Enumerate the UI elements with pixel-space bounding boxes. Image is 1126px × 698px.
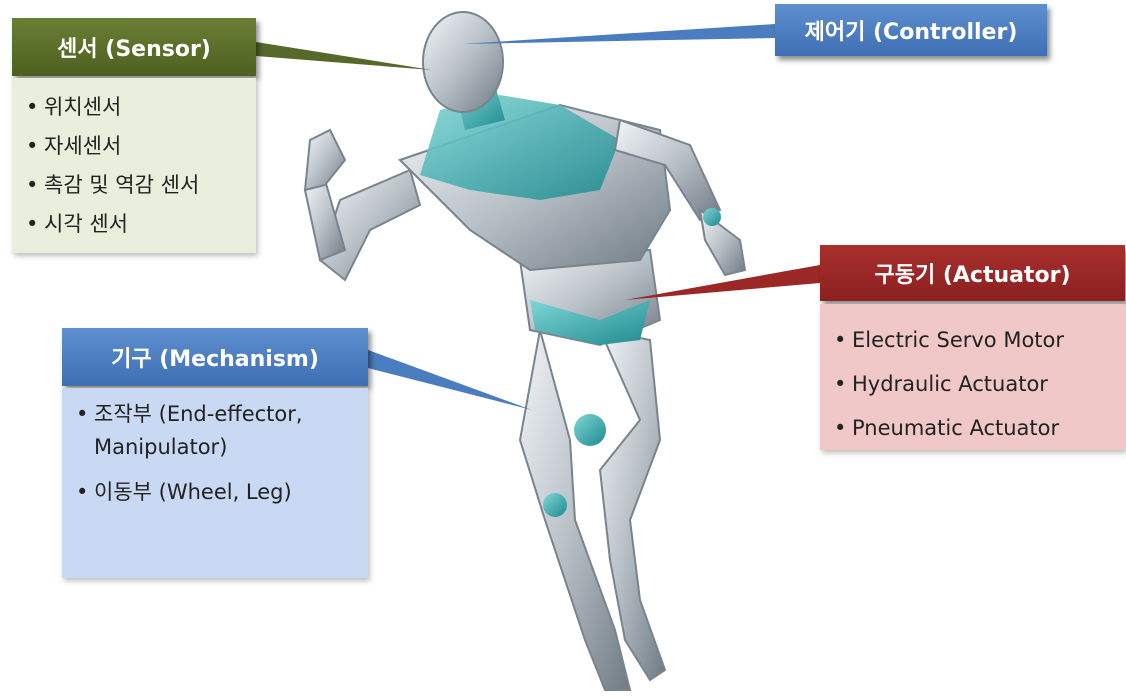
actuator-title: 구동기 (Actuator) [874,263,1071,288]
mechanism-panel: 조작부 (End-effector, Manipulator) 이동부 (Whe… [62,388,368,578]
mechanism-title: 기구 (Mechanism) [111,347,319,372]
sensor-panel: 위치센서 자세센서 촉감 및 역감 센서 시각 센서 [12,78,256,253]
list-item: 조작부 (End-effector, Manipulator) [72,398,368,464]
mechanism-label: 기구 (Mechanism) [62,328,368,386]
robot-figure [303,11,747,691]
list-item: 이동부 (Wheel, Leg) [72,476,368,509]
list-item: Electric Servo Motor [830,318,1125,362]
controller-title: 제어기 (Controller) [804,20,1018,45]
callout-connectors [256,24,820,410]
list-item: 촉감 및 역감 센서 [22,166,256,205]
sensor-list: 위치센서 자세센서 촉감 및 역감 센서 시각 센서 [12,78,256,244]
controller-label: 제어기 (Controller) [775,4,1047,56]
actuator-connector [625,265,820,300]
actuator-label: 구동기 (Actuator) [820,245,1125,301]
list-item: Pneumatic Actuator [830,406,1125,450]
sensor-title: 센서 (Sensor) [57,37,211,62]
list-item: Hydraulic Actuator [830,362,1125,406]
mechanism-connector [368,350,532,410]
sensor-label: 센서 (Sensor) [12,18,256,76]
sensor-connector [256,42,432,70]
controller-connector [462,24,775,44]
list-item: 위치센서 [22,88,256,127]
actuator-list: Electric Servo Motor Hydraulic Actuator … [820,304,1125,450]
list-item: 자세센서 [22,127,256,166]
list-item: 시각 센서 [22,205,256,244]
mechanism-list: 조작부 (End-effector, Manipulator) 이동부 (Whe… [62,388,368,509]
actuator-panel: Electric Servo Motor Hydraulic Actuator … [820,304,1125,450]
